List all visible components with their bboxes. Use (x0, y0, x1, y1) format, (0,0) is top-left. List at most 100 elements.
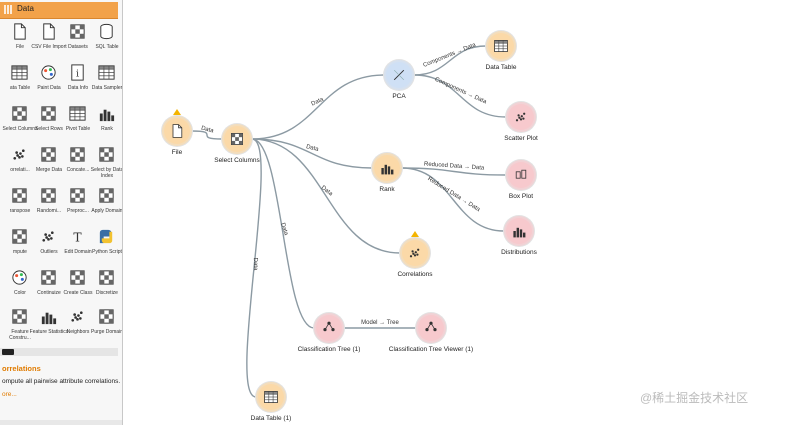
widget-python[interactable]: Python Script (91, 227, 122, 272)
node-label: Data Table (485, 64, 517, 71)
watermark: @稀土掘金技术社区 (640, 391, 749, 405)
widget-label: Select Rows (35, 126, 63, 132)
widget-label: Select Columns (2, 126, 38, 132)
widget-label: Concate... (66, 167, 90, 173)
widget-color[interactable]: Color (4, 268, 42, 313)
widget-label: Apply Domain (91, 208, 123, 214)
widget-label: orrelati... (10, 167, 30, 173)
widget-correlations[interactable]: orrelati... (4, 145, 42, 190)
widget-label: Edit Domain (64, 249, 92, 255)
widget-discretize[interactable]: Discretize (91, 268, 122, 313)
correlations-icon (407, 245, 423, 266)
tree-viewer-icon (423, 320, 439, 341)
purge-domain-icon (97, 307, 116, 326)
table-icon (263, 389, 279, 410)
widget-purge-domain[interactable]: Purge Domain (91, 307, 122, 352)
link-file-to-select-columns[interactable] (191, 130, 223, 140)
widget-neighbors[interactable]: Neighbors (62, 307, 100, 352)
link-select-columns-to-pca[interactable] (251, 74, 385, 140)
paint-icon (39, 63, 58, 82)
select-index-icon (97, 145, 116, 164)
box-plot-icon (513, 167, 529, 188)
link-select-columns-to-data-table-1[interactable] (246, 138, 262, 398)
sampler-icon (97, 63, 116, 82)
csv-icon (39, 22, 58, 41)
table-icon (10, 63, 29, 82)
widget-concatenate[interactable]: Concate... (62, 145, 100, 190)
select-rows-icon (39, 104, 58, 123)
node-label: Distributions (501, 249, 537, 256)
widget-database[interactable]: SQL Table (91, 22, 122, 67)
node-label: Select Columns (214, 157, 260, 164)
panel-separator (0, 348, 118, 356)
node-label: Rank (379, 186, 395, 193)
outliers-icon (39, 227, 58, 246)
randomize-icon (39, 186, 58, 205)
widget-datasets[interactable]: Datasets (62, 22, 100, 67)
link-rank-to-distributions[interactable] (401, 167, 505, 232)
widget-randomize[interactable]: Randomi... (33, 186, 71, 231)
widget-table[interactable]: ata Table (4, 63, 42, 108)
rank-icon (379, 160, 395, 181)
link-rank-to-box-plot[interactable] (401, 167, 507, 176)
node-circle (506, 218, 532, 244)
node-circle (258, 384, 284, 410)
widget-label: SQL Table (95, 44, 119, 50)
widget-continuize[interactable]: Continuize (33, 268, 71, 313)
widget-label: Neighbors (66, 329, 90, 335)
rank-icon (97, 104, 116, 123)
widget-outliers[interactable]: Outliers (33, 227, 71, 272)
widget-label: Create Class (63, 290, 93, 296)
scatter-icon (513, 109, 529, 130)
widget-description-title: orrelations (2, 364, 41, 373)
collapse-toggle-icon[interactable] (2, 349, 14, 355)
table-icon (493, 38, 509, 59)
widget-label: Feature Statistics (29, 329, 69, 335)
widget-file[interactable]: File (4, 22, 42, 67)
widget-select-index[interactable]: Select by Data Index (91, 145, 122, 190)
link-label: Components → Data (434, 77, 488, 106)
widget-description-more-link[interactable]: ore... (2, 391, 17, 398)
widget-merge[interactable]: Merge Data (33, 145, 71, 190)
link-select-columns-to-classification-tree[interactable] (251, 138, 315, 329)
feature-statistics-icon (39, 307, 58, 326)
widget-preprocess[interactable]: Preproc... (62, 186, 100, 231)
widget-transpose[interactable]: ranspose (4, 186, 42, 231)
link-select-columns-to-correlations[interactable] (251, 138, 401, 254)
widget-impute[interactable]: mpute (4, 227, 42, 272)
widget-label: Feature Constru... (9, 329, 31, 341)
node-label: Data Table (1) (250, 415, 292, 422)
widget-select-columns[interactable]: Select Columns (2, 104, 42, 149)
widget-feature-constructor[interactable]: Feature Constru... (4, 307, 42, 352)
widget-csv[interactable]: CSV File Import (31, 22, 71, 67)
widget-pivot[interactable]: Pivot Table (62, 104, 100, 149)
link-pca-to-scatter-plot[interactable] (413, 74, 507, 118)
link-pca-to-data-table[interactable] (413, 45, 487, 76)
widget-rank[interactable]: Rank (91, 104, 122, 149)
widget-select-rows[interactable]: Select Rows (33, 104, 71, 149)
node-circle (224, 126, 250, 152)
widget-create-class[interactable]: Create Class (62, 268, 100, 313)
neighbors-icon (68, 307, 87, 326)
widget-label: Outliers (40, 249, 58, 255)
category-header-data[interactable]: Data (0, 2, 118, 19)
widget-label: Select by Data Index (90, 167, 123, 179)
pca-icon (391, 67, 407, 88)
node-label: Classification Tree (1) (297, 346, 361, 353)
widget-sampler[interactable]: Data Sampler (91, 63, 122, 108)
widget-feature-statistics[interactable]: Feature Statistics (30, 307, 71, 352)
widget-paint[interactable]: Paint Data (33, 63, 71, 108)
preprocess-icon (68, 186, 87, 205)
widget-label: Randomi... (36, 208, 62, 214)
node-circle (402, 240, 428, 266)
node-circle (418, 315, 444, 341)
tree-icon (321, 320, 337, 341)
link-select-columns-to-rank[interactable] (251, 138, 373, 169)
widget-apply-domain[interactable]: Apply Domain (91, 186, 122, 231)
impute-icon (10, 227, 29, 246)
link-label: Data (200, 126, 214, 135)
